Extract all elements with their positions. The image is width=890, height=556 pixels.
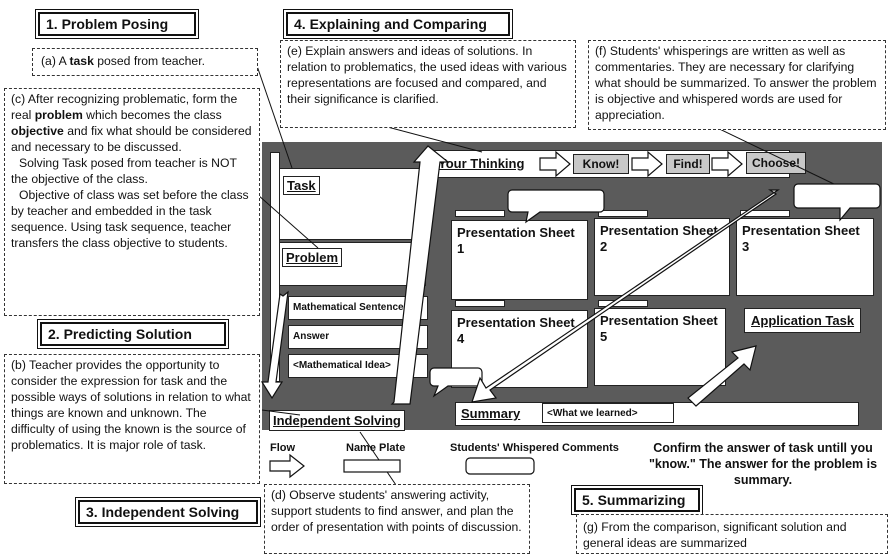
legend-name-plate-icon (343, 459, 401, 473)
header-independent-solving: 3. Independent Solving (75, 497, 261, 527)
flow-arrow-icon (471, 189, 780, 403)
whisper-bubble-icon (507, 189, 605, 224)
connector-line (261, 409, 301, 416)
note-g: (g) From the comparison, significant sol… (576, 514, 888, 554)
name-plate (455, 210, 505, 217)
confirm-text: Confirm the answer of task untill you "k… (648, 441, 878, 487)
header-problem-posing: 1. Problem Posing (35, 9, 199, 39)
note-a: (a) A task posed from teacher. (32, 48, 258, 76)
note-e: (e) Explain answers and ideas of solutio… (280, 40, 576, 128)
note-f: (f) Students' whisperings are written as… (588, 40, 886, 130)
presentation-sheet-3: Presentation Sheet 3 (736, 218, 874, 296)
note-c: (c) After recognizing problematic, form … (4, 88, 260, 316)
summary-label: Summary (461, 406, 521, 421)
header-summarizing: 5. Summarizing (571, 485, 703, 515)
know-box: Know! (573, 154, 629, 174)
name-plate (455, 300, 505, 307)
name-plate (598, 300, 648, 307)
problem-label: Problem (282, 248, 343, 267)
application-task-label: Application Task (744, 308, 862, 333)
flow-arrow-icon (687, 345, 757, 407)
flow-arrow-icon (390, 145, 450, 405)
name-plate (740, 210, 790, 217)
presentation-sheet-5: Presentation Sheet 5 (594, 308, 726, 386)
your-thinking-label: Your Thinking (438, 156, 525, 171)
presentation-sheet-2: Presentation Sheet 2 (594, 218, 730, 296)
connector-line (257, 194, 319, 249)
whisper-bubble-icon (429, 367, 483, 398)
note-d: (d) Observe students' answering activity… (264, 484, 530, 554)
legend-flow-label: Flow (270, 442, 296, 454)
legend-name-plate-label: Name Plate (346, 442, 406, 454)
header-predicting-solution: 2. Predicting Solution (37, 319, 229, 349)
find-box: Find! (666, 154, 710, 174)
legend-whisper-bubble-icon (465, 457, 535, 475)
note-b: (b) Teacher provides the opportunity to … (4, 354, 260, 484)
choose-box: Choose! (746, 152, 806, 174)
what-we-learned-box: <What we learned> (542, 403, 674, 423)
flow-arrow-icon (711, 150, 743, 178)
whisper-bubble-icon (793, 183, 881, 222)
connector-line (254, 59, 293, 169)
header-explaining-comparing: 4. Explaining and Comparing (283, 9, 513, 39)
connector-line (379, 124, 483, 153)
legend-whispered-label: Students' Whispered Comments (450, 442, 619, 454)
flow-arrow-icon (539, 150, 571, 178)
independent-solving-label: Independent Solving (269, 410, 405, 431)
flow-arrow-icon (260, 290, 289, 400)
presentation-sheet-1: Presentation Sheet 1 (451, 220, 588, 300)
name-plate (598, 210, 648, 217)
legend-flow-arrow-icon (269, 453, 305, 479)
task-label: Task (283, 176, 320, 195)
flow-arrow-icon (631, 150, 663, 178)
